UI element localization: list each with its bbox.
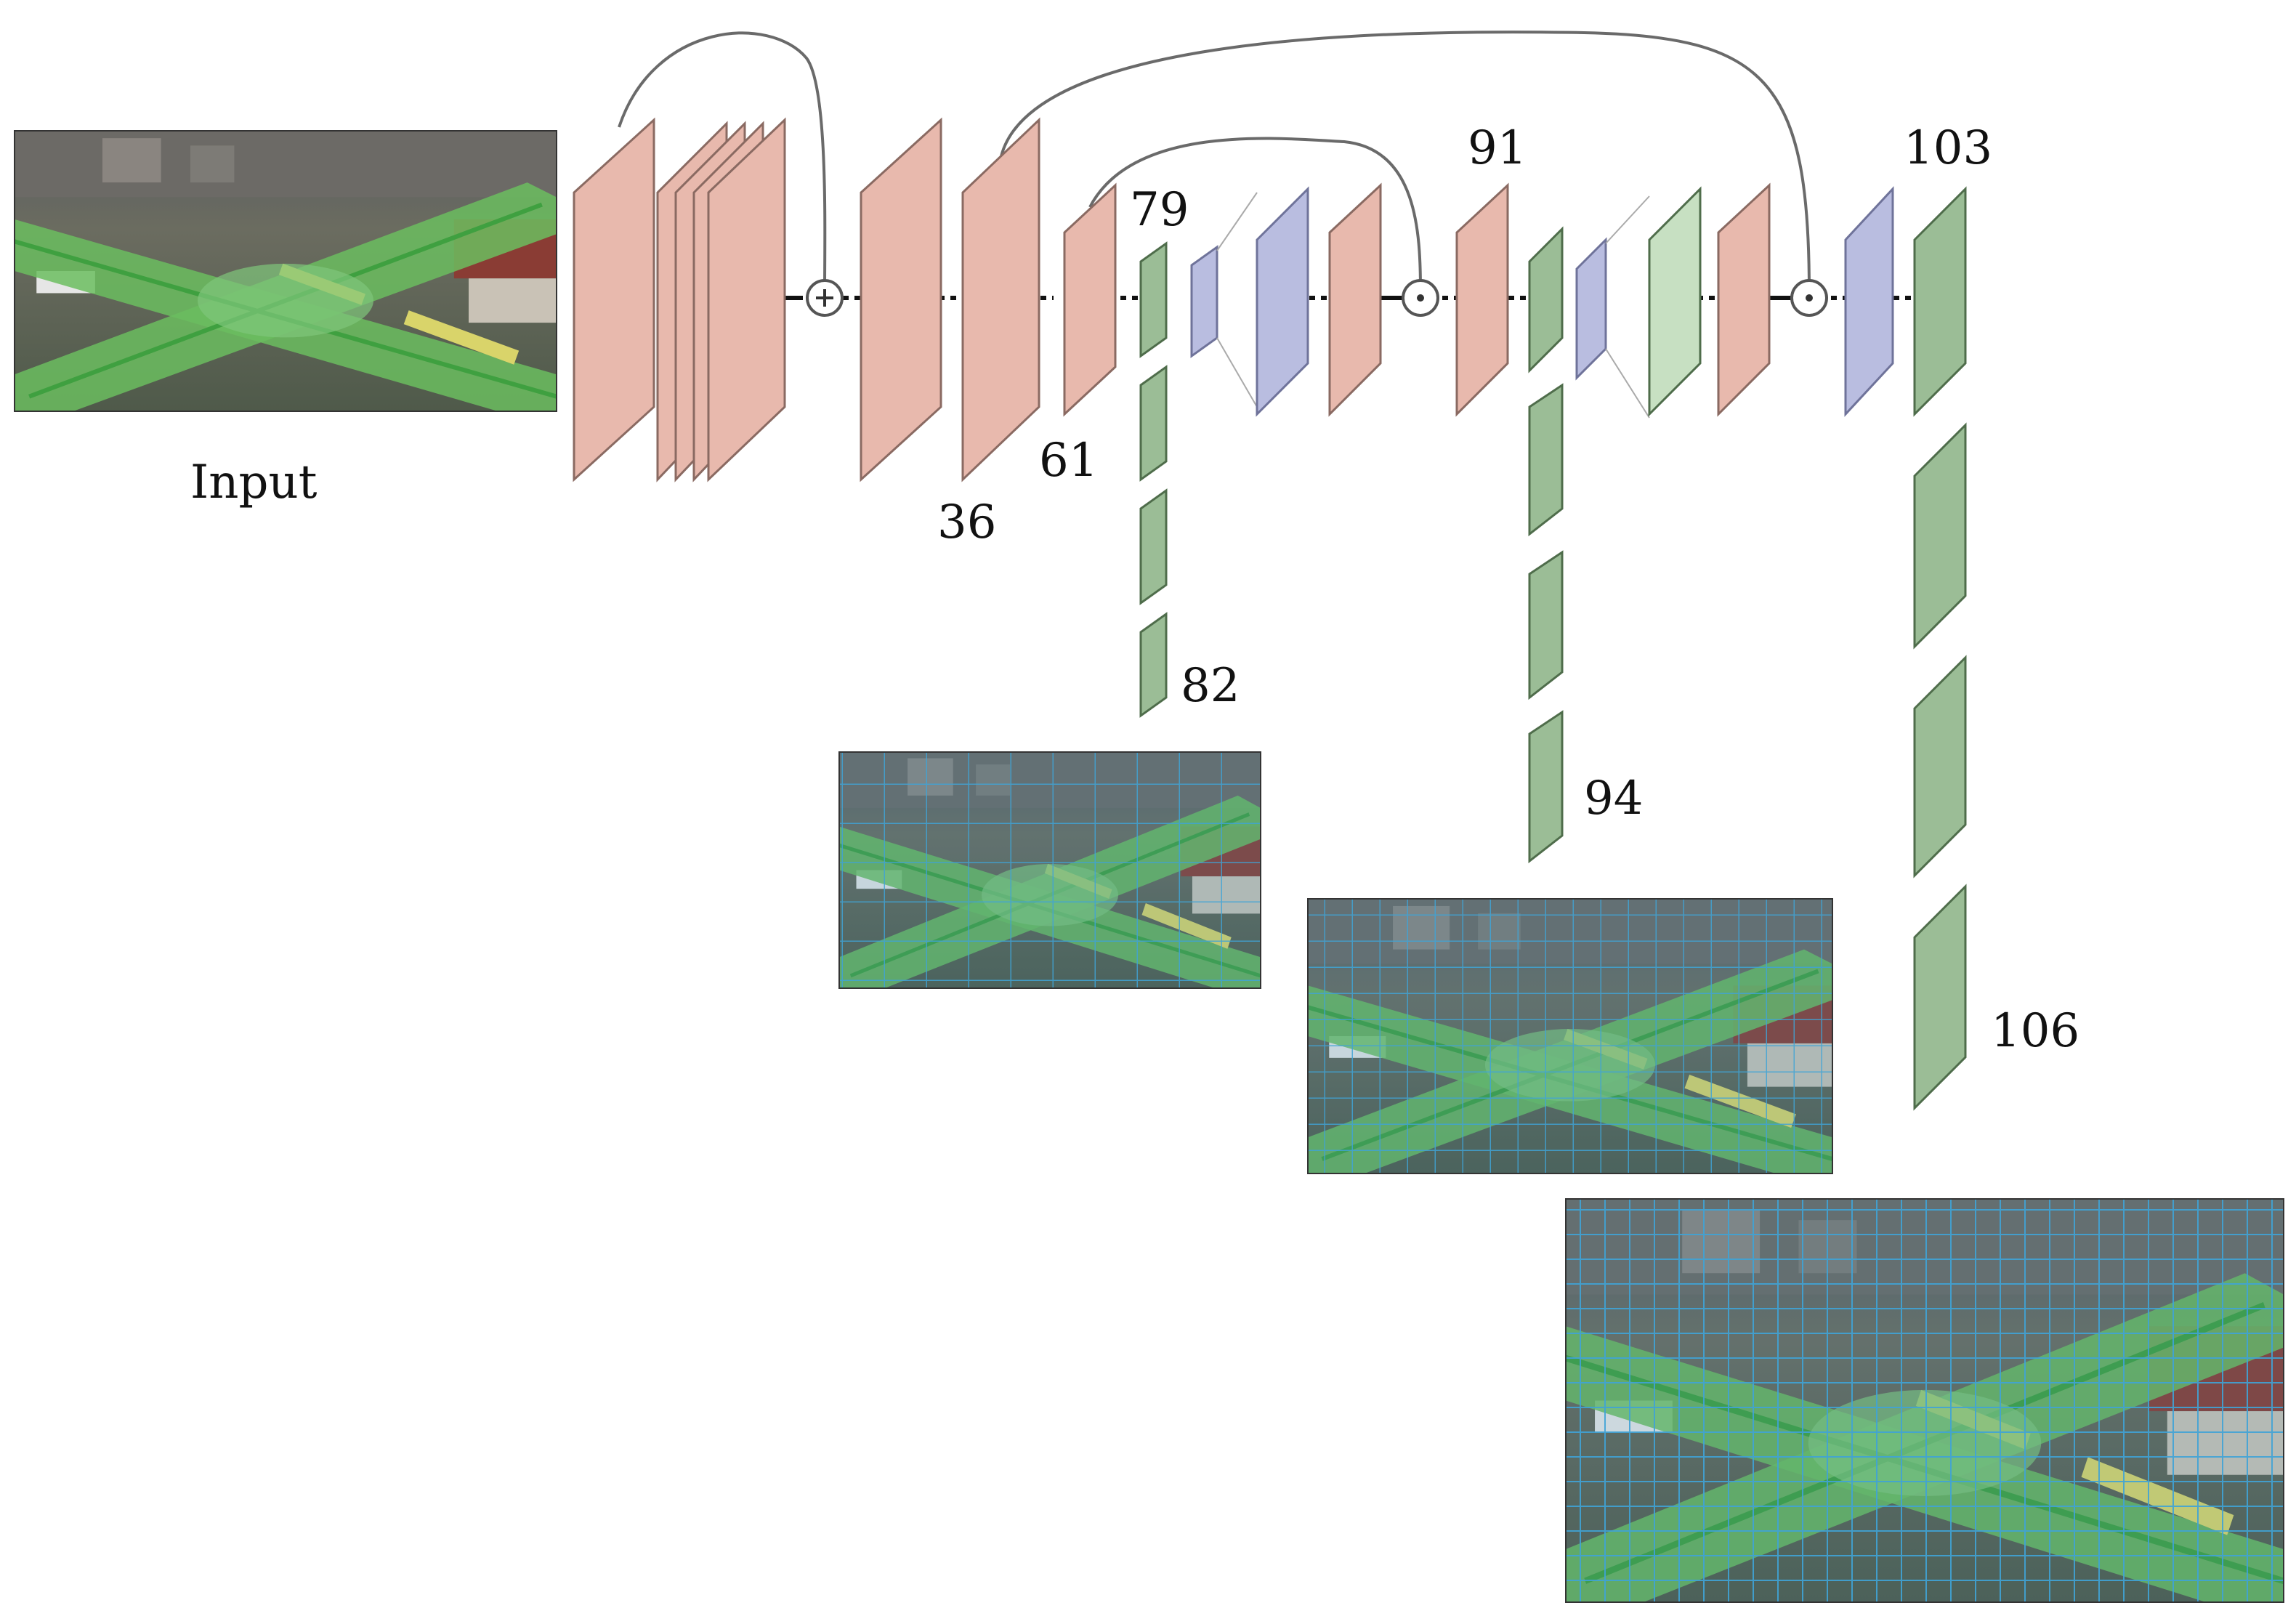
upsample-block-1	[1190, 245, 1218, 358]
upsample-block-4	[1648, 186, 1702, 417]
concat-circle-icon	[1402, 279, 1439, 317]
detect-block-82	[1139, 612, 1168, 718]
concat-circle-icon	[1790, 279, 1828, 317]
add-circle-icon	[806, 279, 844, 317]
detection-head-3	[1844, 186, 1967, 1111]
skip-connections	[618, 31, 1811, 291]
backbone-conv-blocks	[573, 117, 1117, 482]
output-image-large-scale	[1565, 1198, 2284, 1603]
layer-label-61: 61	[1039, 434, 1098, 488]
input-image	[14, 130, 557, 412]
conv-block-post-2	[1717, 182, 1771, 417]
output-image-small-scale	[838, 751, 1261, 989]
skip-arc-1	[618, 31, 827, 291]
skip-arc-3	[1088, 137, 1422, 291]
upsample-block-3	[1575, 237, 1607, 381]
output-image-medium-scale	[1307, 898, 1833, 1174]
layer-label-82: 82	[1181, 659, 1240, 713]
skip-arc-2	[1000, 31, 1811, 291]
conv-block-36	[961, 117, 1040, 482]
conv-block-61	[1063, 182, 1117, 417]
layer-label-94: 94	[1584, 772, 1643, 825]
conv-block-1	[573, 117, 655, 482]
layer-label-103: 103	[1904, 121, 1992, 175]
detection-head-1	[1139, 182, 1382, 718]
conv-block-91	[1455, 182, 1509, 417]
layer-label-106: 106	[1991, 1004, 2079, 1058]
upsample-block-5	[1844, 186, 1894, 417]
conv-block-post-1	[1328, 182, 1382, 417]
conv-block-6	[860, 117, 942, 482]
detect-block-103	[1913, 186, 1967, 417]
layer-label-79: 79	[1130, 183, 1189, 237]
detect-block-79	[1139, 241, 1168, 358]
detect-block-106	[1913, 884, 1967, 1111]
detection-head-2	[1455, 182, 1771, 864]
layer-label-91: 91	[1468, 121, 1527, 175]
conv-block-5	[707, 117, 786, 482]
upsample-block-2	[1256, 186, 1309, 417]
input-label: Input	[190, 456, 318, 509]
detect-block-94	[1528, 710, 1564, 864]
layer-label-36: 36	[937, 496, 996, 549]
